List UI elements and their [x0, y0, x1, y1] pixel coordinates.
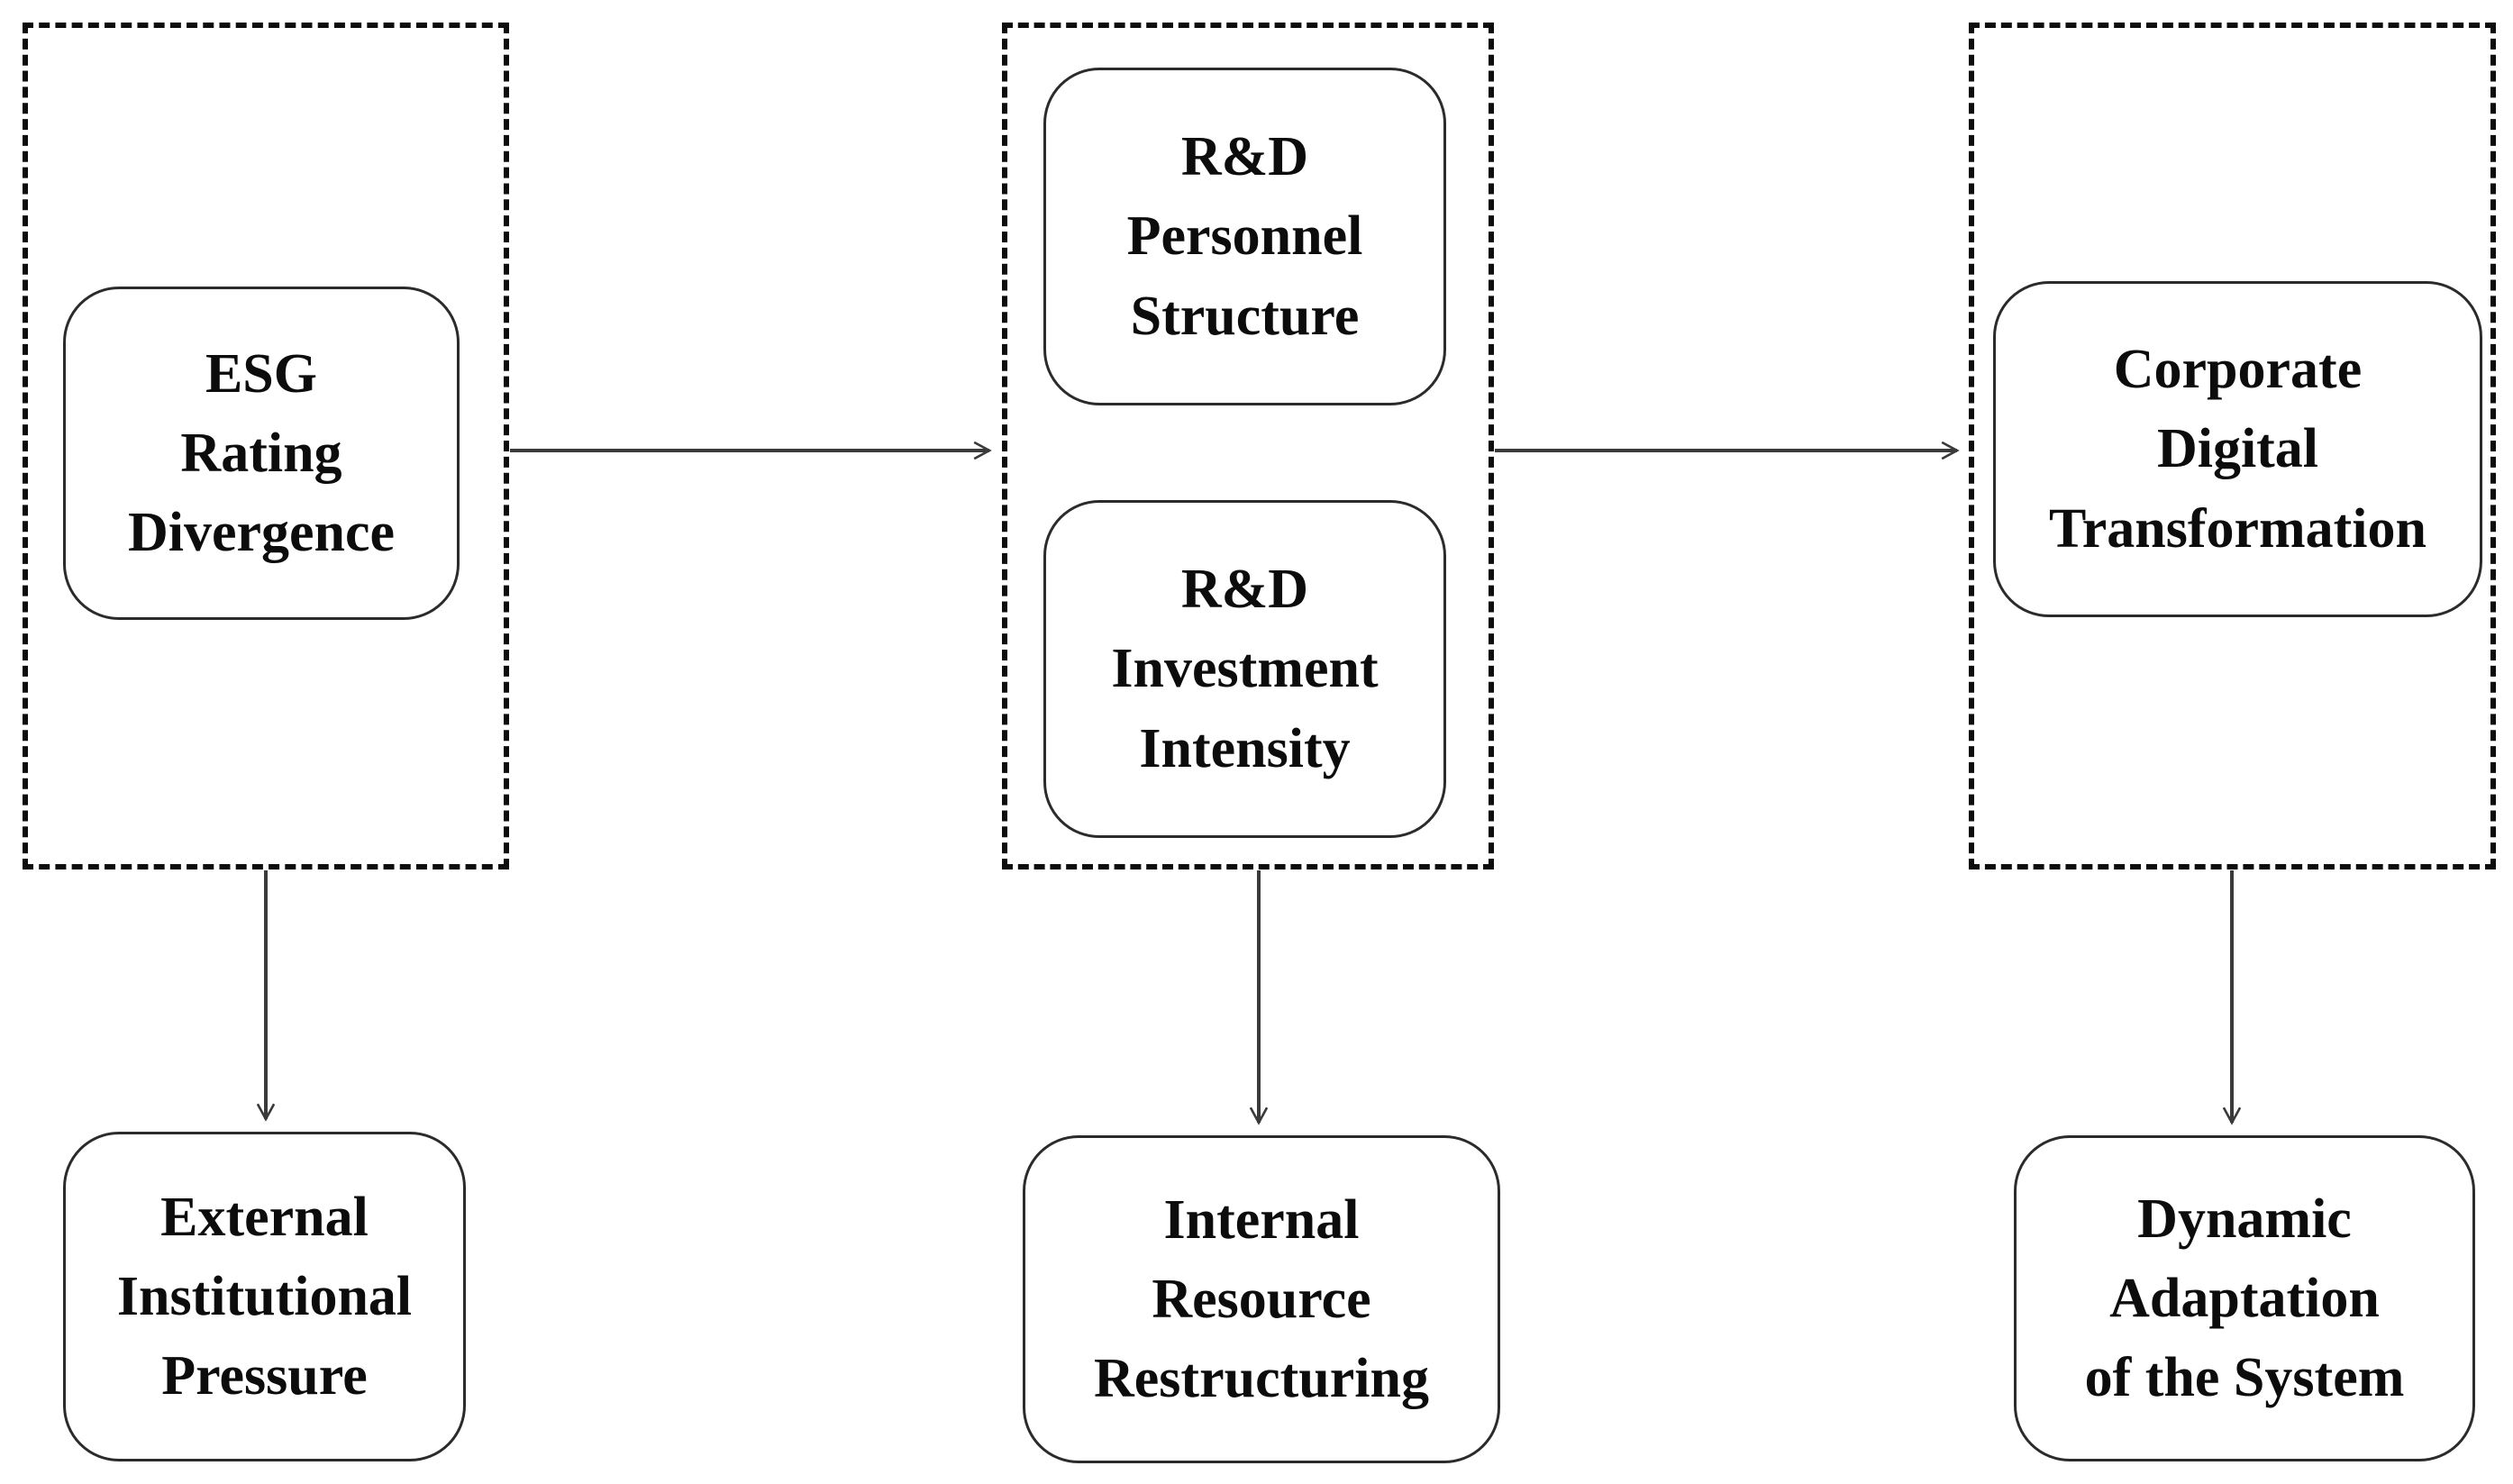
node-dynamic-adaptation-of-the-system-label: Dynamic Adaptation of the System — [2084, 1188, 2405, 1409]
node-rd-personnel-structure: R&D Personnel Structure — [1043, 68, 1446, 405]
node-external-institutional-pressure: External Institutional Pressure — [63, 1132, 466, 1461]
esg-divergence-group — [23, 23, 509, 869]
node-corporate-digital-transformation-label: Corporate Digital Transformation — [2048, 339, 2427, 560]
node-rd-investment-intensity-label: R&D Investment Intensity — [1111, 559, 1379, 779]
node-rd-investment-intensity: R&D Investment Intensity — [1043, 500, 1446, 838]
node-rd-personnel-structure-label: R&D Personnel Structure — [1126, 126, 1363, 347]
node-esg-rating-divergence-label: ESG Rating Divergence — [127, 342, 396, 564]
node-external-institutional-pressure-label: External Institutional Pressure — [116, 1186, 413, 1407]
node-internal-resource-restructuring: Internal Resource Restructuring — [1023, 1135, 1500, 1463]
node-internal-resource-restructuring-label: Internal Resource Restructuring — [1094, 1188, 1429, 1410]
digital-transformation-group — [1969, 23, 2496, 869]
node-corporate-digital-transformation: Corporate Digital Transformation — [1993, 281, 2482, 617]
node-esg-rating-divergence: ESG Rating Divergence — [63, 287, 460, 620]
rd-mediators-group — [1002, 23, 1494, 869]
node-dynamic-adaptation-of-the-system: Dynamic Adaptation of the System — [2014, 1135, 2475, 1461]
